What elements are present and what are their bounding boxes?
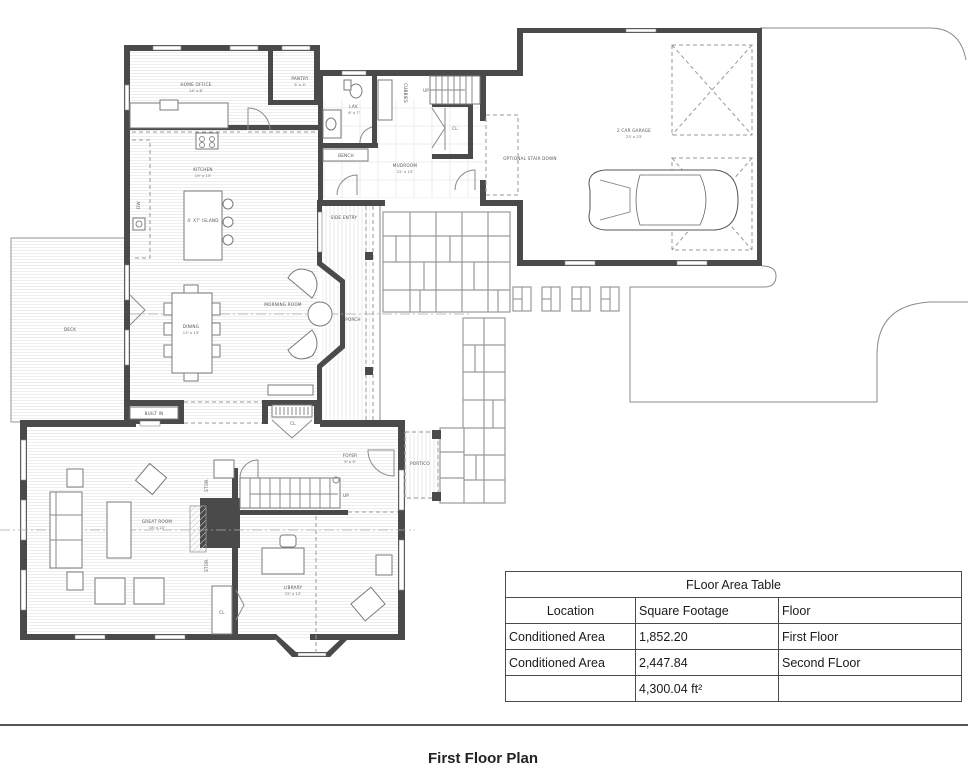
table-total-row: 4,300.04 ft² [505, 675, 962, 702]
svg-text:6' x 7': 6' x 7' [348, 110, 360, 115]
cell-floor [778, 675, 962, 702]
svg-text:STOR.: STOR. [204, 478, 209, 492]
svg-text:12' x 13': 12' x 13' [397, 169, 413, 174]
svg-text:CL: CL [290, 421, 296, 426]
svg-text:2 CAR GARAGE: 2 CAR GARAGE [617, 128, 651, 133]
svg-text:4' X7' ISLAND: 4' X7' ISLAND [187, 218, 218, 223]
svg-text:UP: UP [343, 493, 349, 498]
svg-text:CUBBIES: CUBBIES [403, 83, 408, 103]
svg-text:14' x 8': 14' x 8' [189, 88, 203, 93]
deck: DECK [10, 237, 126, 423]
svg-text:DINING: DINING [183, 324, 199, 329]
plan-title: First Floor Plan [0, 750, 968, 767]
header-square-footage: Square Footage [635, 597, 779, 624]
lav: LAV. 6' x 7' [322, 79, 373, 144]
svg-text:9' x 9': 9' x 9' [344, 459, 356, 464]
svg-text:BUILT IN: BUILT IN [145, 411, 164, 416]
car-icon [588, 169, 739, 231]
mudroom: BENCH CUBBIES MUDROOM 12' x 13' UP CL OP… [322, 75, 557, 196]
floor-area-table: FLoor Area Table Location Square Footage… [505, 571, 962, 702]
svg-text:LAV.: LAV. [349, 104, 358, 109]
svg-text:DW: DW [136, 201, 141, 209]
svg-text:13' x 13': 13' x 13' [183, 330, 199, 335]
svg-text:PANTRY: PANTRY [291, 76, 308, 81]
cell-square-footage: 2,447.84 [635, 649, 779, 676]
hallway: BUILT IN CL [129, 401, 313, 439]
stair-up-mudroom [429, 75, 481, 105]
cell-location: Conditioned Area [505, 649, 636, 676]
header-floor: Floor [778, 597, 962, 624]
table-header-row: Location Square Footage Floor [505, 597, 962, 624]
library: LIBRARY 15' x 12' [235, 516, 393, 655]
table-title: FLoor Area Table [505, 571, 962, 598]
svg-text:15' x 12': 15' x 12' [285, 591, 301, 596]
svg-text:CL: CL [452, 126, 458, 131]
divider [0, 724, 968, 726]
svg-text:UP: UP [423, 88, 429, 93]
room-label-deck: DECK [64, 327, 76, 332]
pantry: PANTRY 5' x 4' [268, 76, 318, 105]
table-row: Conditioned Area 2,447.84 Second FLoor [505, 649, 962, 676]
svg-text:GREAT ROOM: GREAT ROOM [142, 519, 173, 524]
svg-text:19' x 13': 19' x 13' [195, 173, 211, 178]
cell-square-footage: 1,852.20 [635, 623, 779, 650]
svg-text:18' x 21': 18' x 21' [149, 525, 165, 530]
svg-text:LIBRARY: LIBRARY [284, 585, 303, 590]
svg-text:PORTICO: PORTICO [410, 461, 430, 466]
svg-text:MORNING ROOM: MORNING ROOM [264, 302, 302, 307]
plan-title-text: First Floor Plan [427, 750, 538, 767]
cell-location [505, 675, 636, 702]
paved-terrace [382, 211, 620, 504]
svg-text:STOR.: STOR. [204, 558, 209, 572]
svg-text:23' x 23': 23' x 23' [626, 134, 642, 139]
svg-text:OPTIONAL STAIR DOWN: OPTIONAL STAIR DOWN [503, 156, 556, 161]
cell-floor: First Floor [778, 623, 962, 650]
svg-text:5' x 4': 5' x 4' [294, 82, 306, 87]
svg-text:HOME OFFICE: HOME OFFICE [180, 82, 211, 87]
kitchen: KITCHEN 19' x 13' 4' X7' ISLAND DW [132, 131, 316, 261]
svg-text:BENCH: BENCH [338, 153, 354, 158]
home-office: HOME OFFICE 14' x 8' [129, 82, 271, 131]
morning-room-and-dining: MORNING ROOM DINING 13' x 13' [129, 268, 470, 396]
svg-text:KITCHEN: KITCHEN [193, 167, 213, 172]
main-staircase [239, 476, 341, 509]
windows [20, 28, 708, 657]
driveway-outline [629, 27, 968, 403]
cell-floor: Second FLoor [778, 649, 962, 676]
great-room: GREAT ROOM 18' x 21' STOR. STOR. CL [0, 462, 415, 635]
svg-text:PORCH: PORCH [345, 317, 361, 322]
cell-location: Conditioned Area [505, 623, 636, 650]
svg-text:SIDE ENTRY: SIDE ENTRY [331, 215, 358, 220]
svg-text:FOYER: FOYER [343, 453, 358, 458]
header-location: Location [505, 597, 636, 624]
table-row: Conditioned Area 1,852.20 First Floor [505, 623, 962, 650]
porch: SIDE ENTRY PORCH [331, 206, 381, 420]
garage: 2 CAR GARAGE 23' x 23' [588, 44, 753, 251]
svg-text:MUDROOM: MUDROOM [393, 163, 418, 168]
svg-text:CL: CL [219, 610, 225, 615]
foyer: FOYER 9' x 9' UP [213, 449, 398, 513]
portico: PORTICO [404, 430, 441, 501]
cell-total-square-footage: 4,300.04 ft² [635, 675, 779, 702]
